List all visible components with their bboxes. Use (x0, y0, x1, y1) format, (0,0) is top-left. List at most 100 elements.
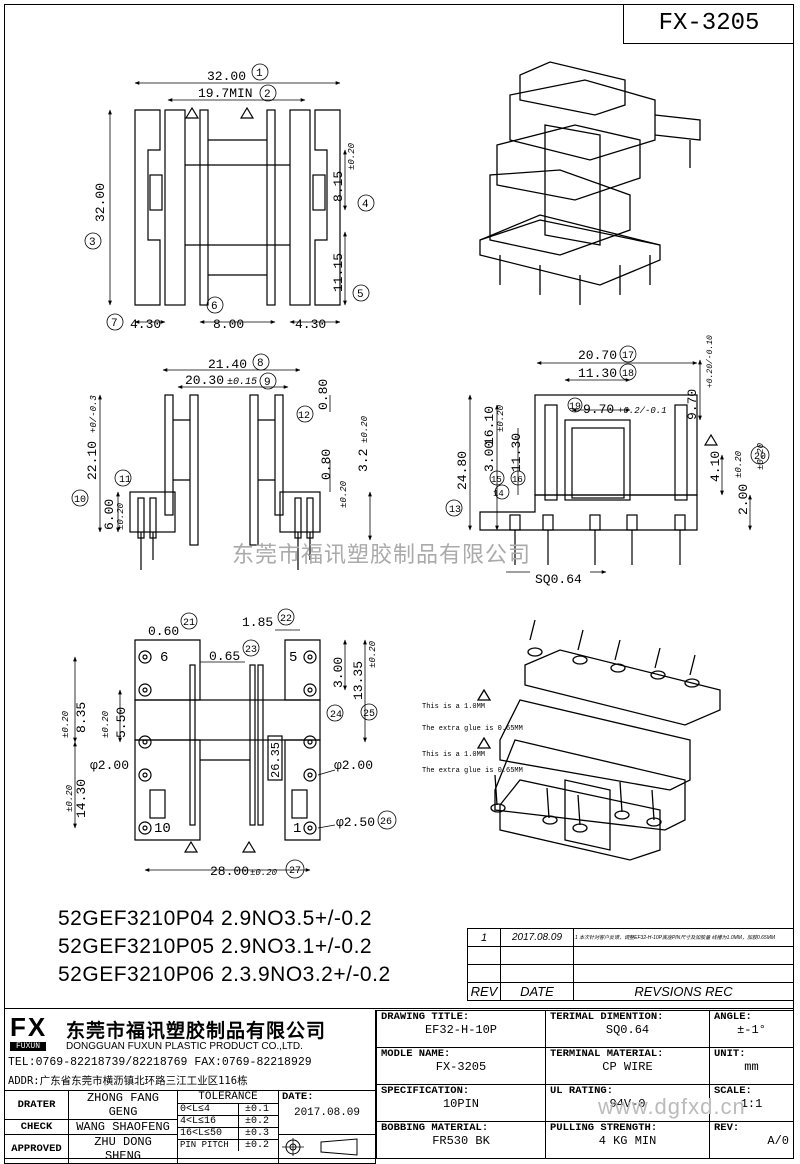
angle-value: ±-1° (737, 1023, 766, 1037)
side-view-labels: 20.70 17 11.30 18 19 9.70 +0.2/-0.1 9.70… (449, 335, 766, 587)
callout-3: 3 (89, 237, 96, 249)
rev-row1-date: 2017.08.09 (500, 928, 574, 947)
approved-label: APPROVED (4, 1134, 69, 1164)
drater-value: ZHONG FANG GENG (68, 1090, 178, 1120)
dim-phi2-50: φ2.50 (336, 815, 375, 830)
note-2: The extra glue is 0.65MM (422, 725, 523, 733)
callout-19: 19 (569, 402, 581, 413)
pin-label-6: 6 (160, 650, 168, 666)
approved-value: ZHU DONG SHENG (68, 1134, 178, 1164)
dim-3-2: 3.2 (356, 449, 371, 472)
dim-11-15: 11.15 (331, 253, 346, 292)
company-name-cn: 东莞市福讯塑胶制品有限公司 (66, 1020, 327, 1042)
dim-20-70: 20.70 (578, 348, 617, 363)
bottom-view-labels: 0.60 21 1.85 22 0.65 23 6 5 10 1 3.00 13… (61, 614, 392, 879)
approval-table: DRATER ZHONG FANG GENG TOLERANCE 0<L≤4 ±0… (4, 1090, 376, 1164)
projection-symbol-icon (282, 1137, 358, 1156)
terminal-material-label: TERMINAL MATERIAL: (550, 1048, 664, 1060)
drawing-canvas: 32.00 1 19.7MIN 2 32.00 3 8.15 ±0.20 4 1… (61, 61, 770, 879)
dim-0-80-mid: 0.80 (319, 449, 334, 480)
specification-value: 10PIN (442, 1097, 479, 1111)
pin-label-5: 5 (289, 650, 297, 666)
dim-4-30-right: 4.30 (295, 317, 326, 332)
top-view-dims (84, 63, 375, 331)
title-block-divider (4, 1008, 794, 1009)
terminal-material-value: CP WIRE (602, 1060, 653, 1074)
tol-row3-value: ±0.3 (245, 1128, 270, 1139)
isometric-view-bottom (476, 619, 721, 861)
tol-9-70-inner: +0.2/-0.1 (618, 406, 667, 416)
dim-0-80-top: 0.80 (316, 379, 331, 410)
revision-table: 1 2017.08.09 1 本次针对客户反馈，调整EF32-H-10P底座PI… (467, 928, 794, 1001)
terminal-dim-value: SQ0.64 (605, 1023, 650, 1037)
tol-row1-value: ±0.1 (245, 1104, 270, 1115)
callout-8: 8 (257, 358, 264, 370)
dim-5-50: 5.50 (114, 707, 129, 738)
callout-15: 15 (491, 475, 502, 485)
pulling-strength-label: PULLING STRENGTH: (550, 1122, 658, 1134)
dim-0-60: 0.60 (148, 624, 179, 639)
callout-10: 10 (74, 495, 86, 506)
dim-20-30: 20.30 (185, 373, 224, 388)
dim-14-30: 14.30 (74, 779, 89, 818)
company-block: FX FUXUN 东莞市福讯塑胶制品有限公司 DONGGUAN FUXUN PL… (4, 1010, 376, 1090)
note-4: The extra glue is 0.65MM (422, 767, 523, 775)
callout-25: 25 (363, 709, 375, 720)
tol-16-10: ±0.20 (496, 404, 506, 432)
drawing-frame (4, 4, 794, 1159)
tol-row2-value: ±0.2 (245, 1116, 270, 1127)
front-view-dims (71, 353, 372, 541)
angle-label: ANGLE: (714, 1011, 752, 1023)
tol-6-00: ±0.20 (116, 502, 126, 530)
front-view (129, 394, 321, 570)
dim-6-00: 6.00 (102, 499, 117, 530)
spec-line-2: 52GEF3210P05 2.9NO3.1+/-0.2 (58, 935, 373, 958)
dim-22-10: 22.10 (85, 441, 100, 480)
spec-line-1: 52GEF3210P04 2.9NO3.5+/-0.2 (58, 907, 373, 930)
title-info-table: DRAWING TITLE:EF32-H-10P TERIMAL DIMENTI… (376, 1010, 794, 1159)
callout-9: 9 (264, 377, 271, 389)
callout-1: 1 (256, 68, 263, 80)
tol-row4-range: PIN PITCH (178, 1140, 239, 1151)
callout-27: 27 (289, 866, 301, 877)
date-value: 2017.08.09 (293, 1107, 360, 1119)
tol-9-70: +0.20/-0.10 (706, 335, 715, 388)
scale-value: 1:1 (740, 1097, 763, 1111)
model-label: MODLE NAME: (381, 1048, 451, 1060)
dim-sq0-64: SQ0.64 (535, 572, 582, 587)
date-label: DATE: (282, 1091, 314, 1103)
tol-8-35: ±0.20 (61, 710, 71, 738)
company-address: ADDR:广东省东莞市横沥镇北环路三江工业区116栋 (8, 1075, 248, 1087)
callout-17: 17 (622, 351, 634, 362)
tol-22-10: +0/-0.3 (89, 395, 99, 433)
iso-notes: This is a 1.0MM The extra glue is 0.65MM… (422, 703, 523, 775)
dim-2-00: 2.00 (736, 484, 751, 515)
note-1: This is a 1.0MM (422, 703, 485, 711)
bobbin-material-label: BOBBING MATERIAL: (381, 1122, 489, 1134)
rev-header-date: DATE (500, 982, 574, 1001)
pulling-strength-value: 4 KG MIN (598, 1134, 657, 1148)
dim-9-70-inner: 9.70 (583, 402, 614, 417)
dim-11-30: 11.30 (509, 433, 524, 472)
bottom-view-dims (73, 608, 397, 879)
drater-label: DRATER (4, 1090, 69, 1120)
model-value: FX-3205 (435, 1060, 487, 1074)
tolerance-label: TOLERANCE (178, 1091, 278, 1104)
tol-20-30: ±0.15 (227, 377, 257, 388)
company-name-en: DONGGUAN FUXUN PLASTIC PRODUCT CO.,LTD. (66, 1041, 303, 1052)
dim-3-00: 3.00 (331, 657, 346, 688)
callout-26: 26 (380, 817, 392, 828)
tol-28-00: ±0.20 (250, 868, 278, 878)
callout-11: 11 (119, 475, 131, 486)
side-view (479, 394, 719, 565)
callout-2: 2 (264, 89, 271, 101)
callout-5: 5 (357, 289, 364, 301)
watermark-url: www.dgfxd.cn (598, 1094, 746, 1119)
dim-1-85: 1.85 (242, 615, 273, 630)
callout-22: 22 (280, 614, 292, 625)
callout-12: 12 (298, 411, 310, 422)
rev-header-rec: REVSIONS REC (573, 982, 794, 1001)
tol-row3-range: 16<L≤50 (178, 1128, 239, 1139)
callout-4: 4 (362, 199, 369, 211)
tol-row1-range: 0<L≤4 (178, 1104, 239, 1115)
